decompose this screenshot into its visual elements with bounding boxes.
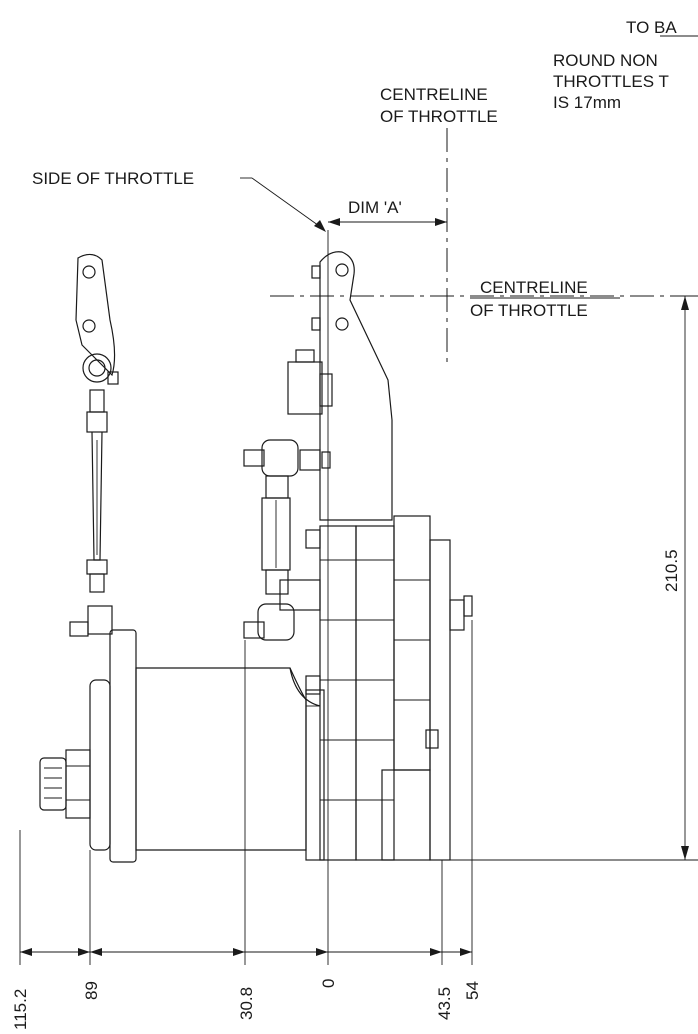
centreline-right-line1: CENTRELINE: [480, 278, 588, 297]
dim-a-arrow-right: [435, 218, 447, 226]
dim-115-label: 115.2: [11, 989, 30, 1030]
dim-0-label: 0: [319, 979, 338, 988]
throttle-bracket: [287, 251, 393, 521]
dim-54-label: 54: [463, 981, 482, 1000]
middle-linkage: [243, 439, 321, 641]
round-non-label: ROUND NON: [553, 51, 658, 70]
is-17mm-label: IS 17mm: [553, 93, 621, 112]
dim-43-label: 43.5: [435, 987, 454, 1020]
dim-a-arrow-left: [328, 218, 340, 226]
side-of-throttle-label: SIDE OF THROTTLE: [32, 169, 194, 188]
left-linkage-rod: [69, 253, 119, 637]
dim-a-label: DIM 'A': [348, 198, 402, 217]
motor-body: [39, 629, 325, 863]
side-leader-line: [251, 177, 323, 229]
centreline-right-line2: OF THROTTLE: [470, 301, 588, 320]
side-leader-arrow: [314, 220, 326, 232]
centreline-top-line1: CENTRELINE: [380, 85, 488, 104]
throttles-label: THROTTLES T: [553, 72, 669, 91]
height-dim-label: 210.5: [662, 549, 681, 592]
height-dimension: [448, 295, 698, 861]
centreline-top-line2: OF THROTTLE: [380, 107, 498, 126]
dim-89-label: 89: [82, 981, 101, 1000]
bottom-dimension-lines: [19, 620, 473, 965]
throttle-body: [305, 515, 473, 861]
to-ba-label: TO BA: [626, 18, 677, 37]
dim-30-label: 30.8: [237, 987, 256, 1020]
